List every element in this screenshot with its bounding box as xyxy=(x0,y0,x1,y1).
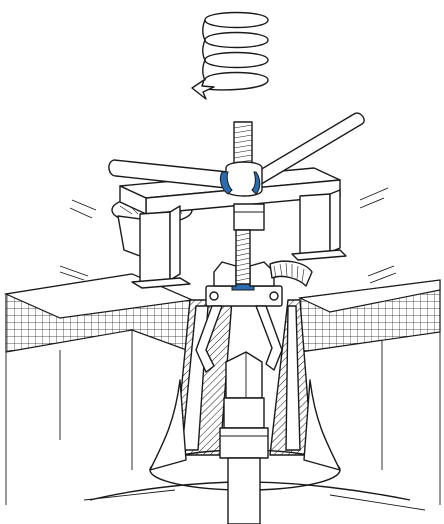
thread-line xyxy=(235,247,251,252)
thread-line xyxy=(235,272,251,277)
thread-line xyxy=(235,257,251,262)
thread-line xyxy=(235,262,251,267)
thread-line xyxy=(233,154,253,159)
thread-line xyxy=(235,232,251,237)
threaded-spindle xyxy=(233,121,253,285)
gear-ring-right xyxy=(269,260,313,287)
thread-line xyxy=(233,149,253,154)
crankshaft-journal xyxy=(219,351,269,524)
thread-line xyxy=(235,252,251,257)
t-handle-bar xyxy=(108,112,365,197)
rotation-direction-spiral-icon xyxy=(191,11,269,100)
thread-line xyxy=(235,242,251,247)
motion-lines xyxy=(59,187,397,284)
housing-wall-right xyxy=(297,279,441,505)
thread-line xyxy=(235,267,251,272)
housing-wall-left xyxy=(3,273,195,505)
thread-line xyxy=(233,124,253,129)
thread-line xyxy=(233,139,253,144)
thread-line xyxy=(233,134,253,139)
thread-line xyxy=(235,277,251,282)
thread-line xyxy=(233,129,253,134)
bore-liner xyxy=(83,299,426,511)
thread-line xyxy=(233,144,253,149)
thread-line xyxy=(235,237,251,242)
